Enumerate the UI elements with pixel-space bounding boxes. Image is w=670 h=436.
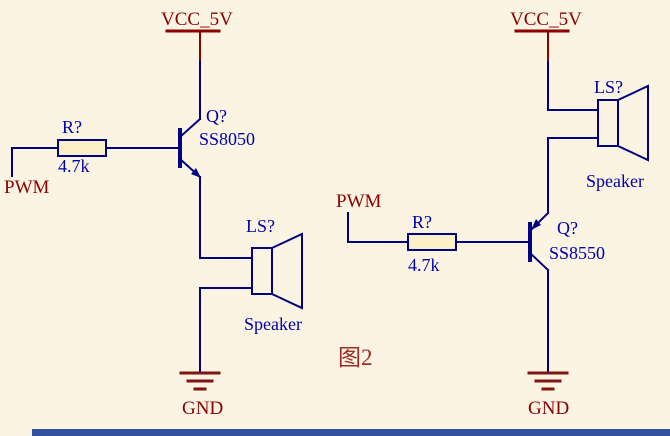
vcc-label: VCC_5V	[510, 9, 582, 30]
transistor-designator: Q?	[206, 106, 227, 126]
resistor-value: 4.7k	[58, 156, 90, 176]
left-circuit: VCC_5V Q? SS8050 PWM R? 4.7k LS? Speaker…	[4, 9, 303, 419]
resistor-body	[407, 233, 457, 251]
gnd-label: GND	[528, 398, 569, 419]
resistor-value: 4.7k	[408, 255, 440, 275]
resistor-designator: R?	[412, 212, 432, 232]
speaker-label: Speaker	[586, 171, 644, 191]
gnd-label: GND	[182, 398, 223, 419]
pnp-emitter-arrow-icon	[531, 219, 541, 230]
speaker-body	[251, 247, 273, 295]
pwm-label: PWM	[336, 191, 382, 212]
transistor-collector-lead	[178, 117, 202, 139]
pwm-label: PWM	[4, 177, 50, 198]
transistor-part-number: SS8050	[199, 129, 255, 149]
transistor-part-number: SS8550	[549, 243, 605, 263]
resistor-designator: R?	[62, 117, 82, 137]
speaker-body	[597, 99, 619, 147]
transistor-collector-lead	[528, 251, 550, 272]
figure-caption: 图2	[338, 345, 373, 370]
speaker-designator: LS?	[594, 77, 623, 97]
speaker-designator: LS?	[246, 216, 275, 236]
speaker-label: Speaker	[244, 314, 302, 334]
right-circuit: VCC_5V LS? Speaker Q? SS8550 PWM R? 4.7k…	[336, 9, 649, 419]
npn-emitter-arrow-icon	[191, 168, 201, 178]
vcc-label: VCC_5V	[161, 9, 233, 30]
resistor-body	[57, 139, 107, 157]
sheet-border-bottom	[32, 429, 670, 436]
speaker-horn-icon	[271, 232, 303, 310]
speaker-horn-icon	[617, 84, 649, 162]
transistor-designator: Q?	[557, 218, 578, 238]
